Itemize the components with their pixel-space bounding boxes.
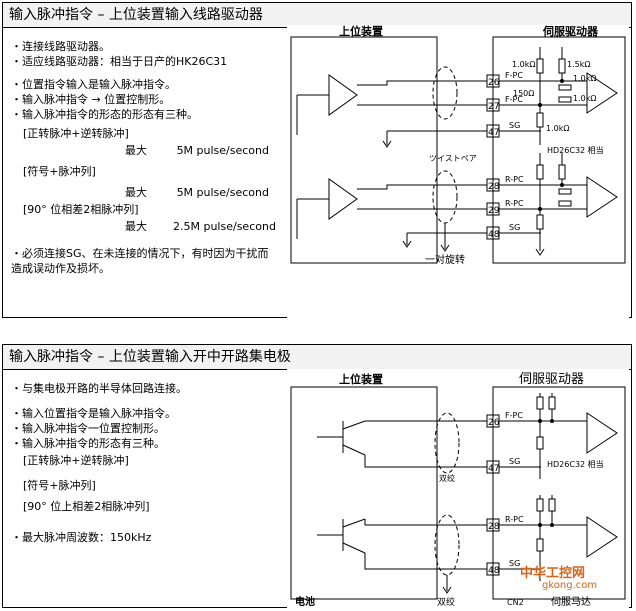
pin-number: 27 (488, 102, 499, 112)
receiver-label: HD26C32 相当 (547, 145, 604, 155)
mode-label: [正转脉冲+逆转脉冲] (23, 127, 129, 140)
signal-label: SG (509, 121, 520, 130)
mode-label: [符号+脉冲列] (23, 165, 96, 178)
line-driver-circuit: 上位装置 伺服驱动器 26 27 47 28 29 48 F-PC F-PC S… (290, 24, 626, 266)
signal-label: R-PC (505, 175, 524, 184)
connector-label: CN2 (507, 598, 524, 607)
signal-label: F-PC (505, 95, 523, 104)
text-line: ・输入位置指令是输入脉冲指令。 (11, 407, 176, 420)
description-text: ・连接线路驱动器。 ・适应线路驱动器：相当于日产的HK26C31 ・位置指令输入… (11, 39, 276, 276)
resistor-value: 1.0kΩ (573, 94, 596, 103)
pin-number: 48 (488, 566, 500, 576)
watermark-name: 中华工控网 (520, 566, 586, 581)
twisted-label: 双绞 (437, 596, 455, 607)
watermark-site: gkong.com (542, 580, 598, 591)
open-collector-diagram: 上位装置 伺服驱动器 26 47 28 48 F-PC SG R-PC SG H… (287, 369, 629, 611)
watermark-logo: 中华工控网 gkong.com (520, 556, 630, 596)
max-frequency: ・最大脉冲周波数：150kHz (11, 531, 152, 544)
text-line: ・适应线路驱动器：相当于日产的HK26C31 (11, 55, 228, 68)
signal-label: R-PC (505, 199, 524, 208)
max-value: 2.5M pulse/second (173, 220, 276, 233)
motor-label: 伺服马达 (551, 595, 591, 607)
spec-row: 最大 5M pulse/second (11, 143, 269, 158)
signal-label: SG (509, 559, 520, 568)
pair-label: 一对旋转 (425, 253, 465, 266)
host-label: 上位装置 (339, 372, 383, 386)
max-label: 最大 (125, 220, 147, 233)
max-label: 最大 (125, 186, 147, 199)
spec-row: 最大 2.5M pulse/second (11, 219, 276, 234)
signal-label: F-PC (505, 71, 523, 80)
signal-label: R-PC (505, 515, 524, 524)
mode-label: [90° 位相差2相脉冲列] (23, 203, 139, 216)
host-label: 上位装置 (339, 25, 383, 38)
resistor-value: 150Ω (513, 89, 534, 98)
max-value: 5M pulse/second (176, 186, 269, 199)
text-line: ・与集电极开路的半导体回路连接。 (11, 382, 187, 395)
text-line: ・输入脉冲指令一位置控制形。 (11, 422, 165, 435)
text-line: ・连接线路驱动器。 (11, 40, 110, 53)
servo-label: 伺服驱动器 (542, 25, 599, 38)
battery-label: 电池 (295, 595, 315, 607)
pin-number: 28 (488, 522, 500, 532)
panel-line-driver: 输入脉冲指令 – 上位装置输入线路驱动器 ・连接线路驱动器。 ・适应线路驱动器：… (2, 2, 632, 319)
servo-label: 伺服驱动器 (519, 372, 584, 387)
mode-label: [符号+脉冲列] (23, 479, 96, 492)
signal-label: SG (509, 223, 520, 232)
pin-number: 26 (488, 418, 500, 428)
mode-label: [90° 位上相差2相脉冲列] (23, 500, 150, 513)
line-driver-diagram: 上位装置 伺服驱动器 26 27 47 28 29 48 F-PC F-PC S… (287, 24, 629, 319)
text-line: ・位置指令输入是输入脉冲指令。 (11, 78, 176, 91)
receiver-label: HD26C32 相当 (547, 459, 604, 469)
text-line: ・输入脉冲指令 → 位置控制形。 (11, 93, 171, 106)
max-label: 最大 (125, 144, 147, 157)
text-line: ・输入脉冲指令的形态有三种。 (11, 437, 165, 450)
pin-number: 28 (488, 182, 500, 192)
pin-number: 47 (488, 128, 499, 138)
pin-number: 26 (488, 78, 500, 88)
warning-note: 造成误动作及损坏。 (11, 262, 110, 275)
twisted-label: 双绞 (439, 473, 455, 483)
signal-label: F-PC (505, 411, 523, 420)
resistor-value: 1.0kΩ (573, 74, 596, 83)
resistor-value: 1.5kΩ (567, 60, 590, 69)
open-collector-circuit: 上位装置 伺服驱动器 26 47 28 48 F-PC SG R-PC SG H… (290, 372, 626, 608)
warning-note: ・必须连接SG、在未连接的情况下，有时因为干扰而 (11, 247, 269, 260)
resistor-value: 1.0kΩ (512, 60, 535, 69)
max-value: 5M pulse/second (176, 144, 269, 157)
panel-title: 输入脉冲指令 – 上位装置输入开中开路集电极 (3, 345, 631, 370)
twisted-pair-label: ツイストペア (429, 154, 477, 163)
signal-label: SG (509, 457, 520, 466)
description-text: ・与集电极开路的半导体回路连接。 ・输入位置指令是输入脉冲指令。 ・输入脉冲指令… (11, 381, 187, 545)
panel-open-collector: 输入脉冲指令 – 上位装置输入开中开路集电极 ・与集电极开路的半导体回路连接。 … (2, 344, 632, 611)
pin-number: 47 (488, 464, 499, 474)
pin-number: 48 (488, 230, 500, 240)
mode-label: [正转脉冲+逆转脉冲] (23, 454, 129, 467)
pin-number: 29 (488, 206, 500, 216)
text-line: ・输入脉冲指令的形态的形态有三种。 (11, 108, 198, 121)
spec-row: 最大 5M pulse/second (11, 185, 269, 200)
resistor-value: 1.0kΩ (546, 124, 569, 133)
